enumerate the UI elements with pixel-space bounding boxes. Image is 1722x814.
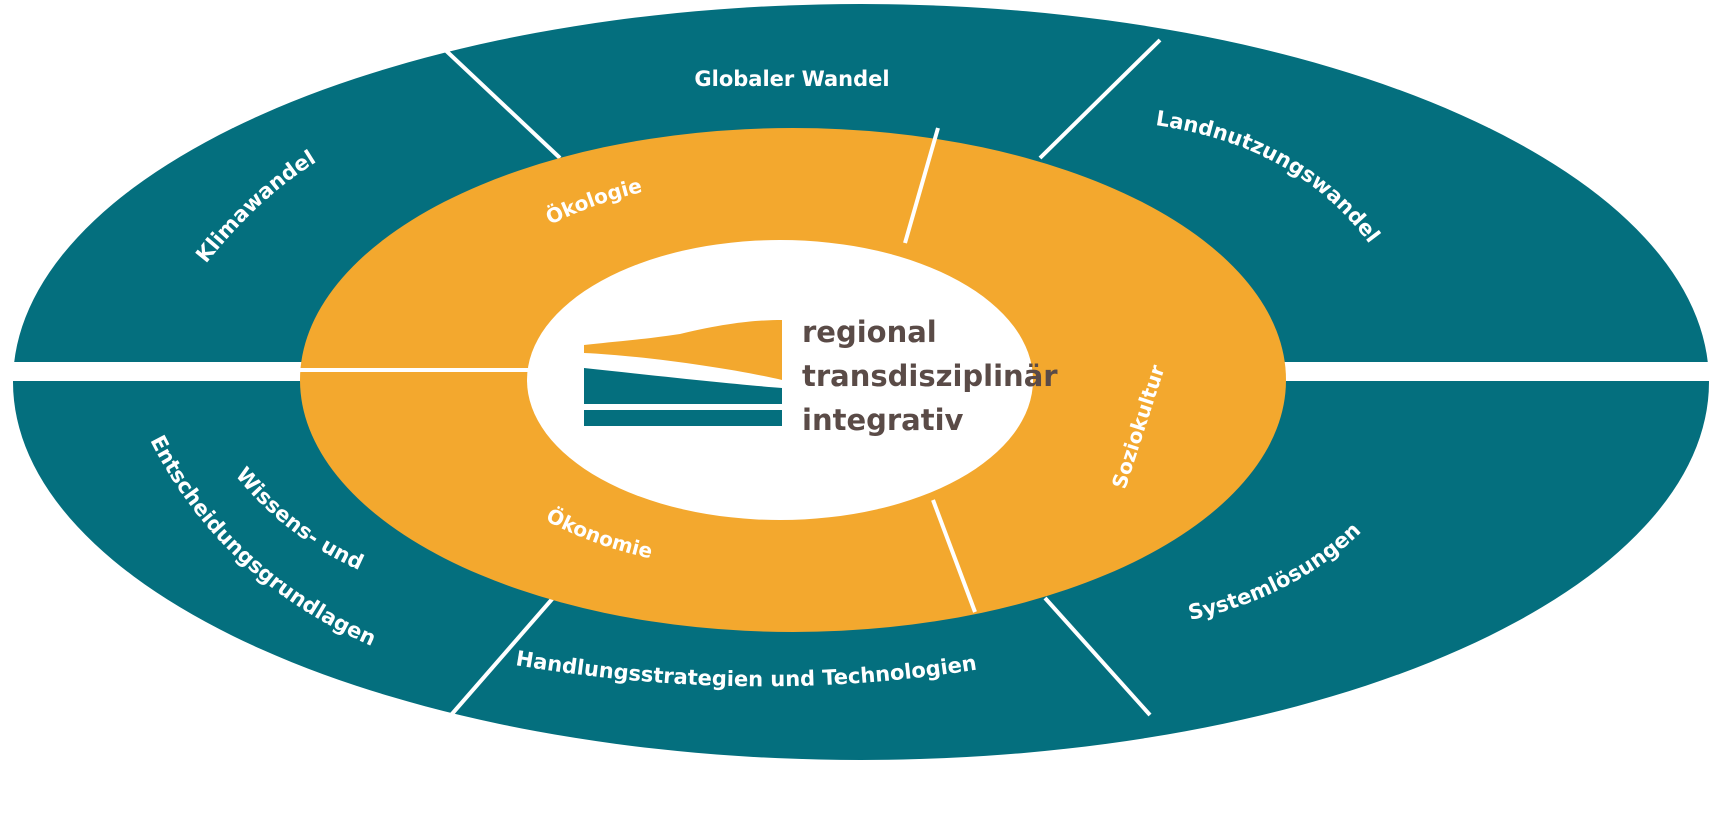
outer-dividers <box>436 38 1162 732</box>
outer-label-globaler-wandel: Globaler Wandel <box>694 67 889 91</box>
center-ellipse <box>527 240 1033 520</box>
core-line-integrativ: integrativ <box>802 403 964 437</box>
layer-bottom <box>584 410 782 426</box>
layer-middle <box>584 368 782 404</box>
core-line-regional: regional <box>802 315 937 349</box>
layers-icon <box>584 320 782 426</box>
core-line-transdisziplinaer: transdisziplinär <box>802 359 1058 393</box>
inner-dividers <box>300 127 977 613</box>
layer-top <box>584 320 782 380</box>
